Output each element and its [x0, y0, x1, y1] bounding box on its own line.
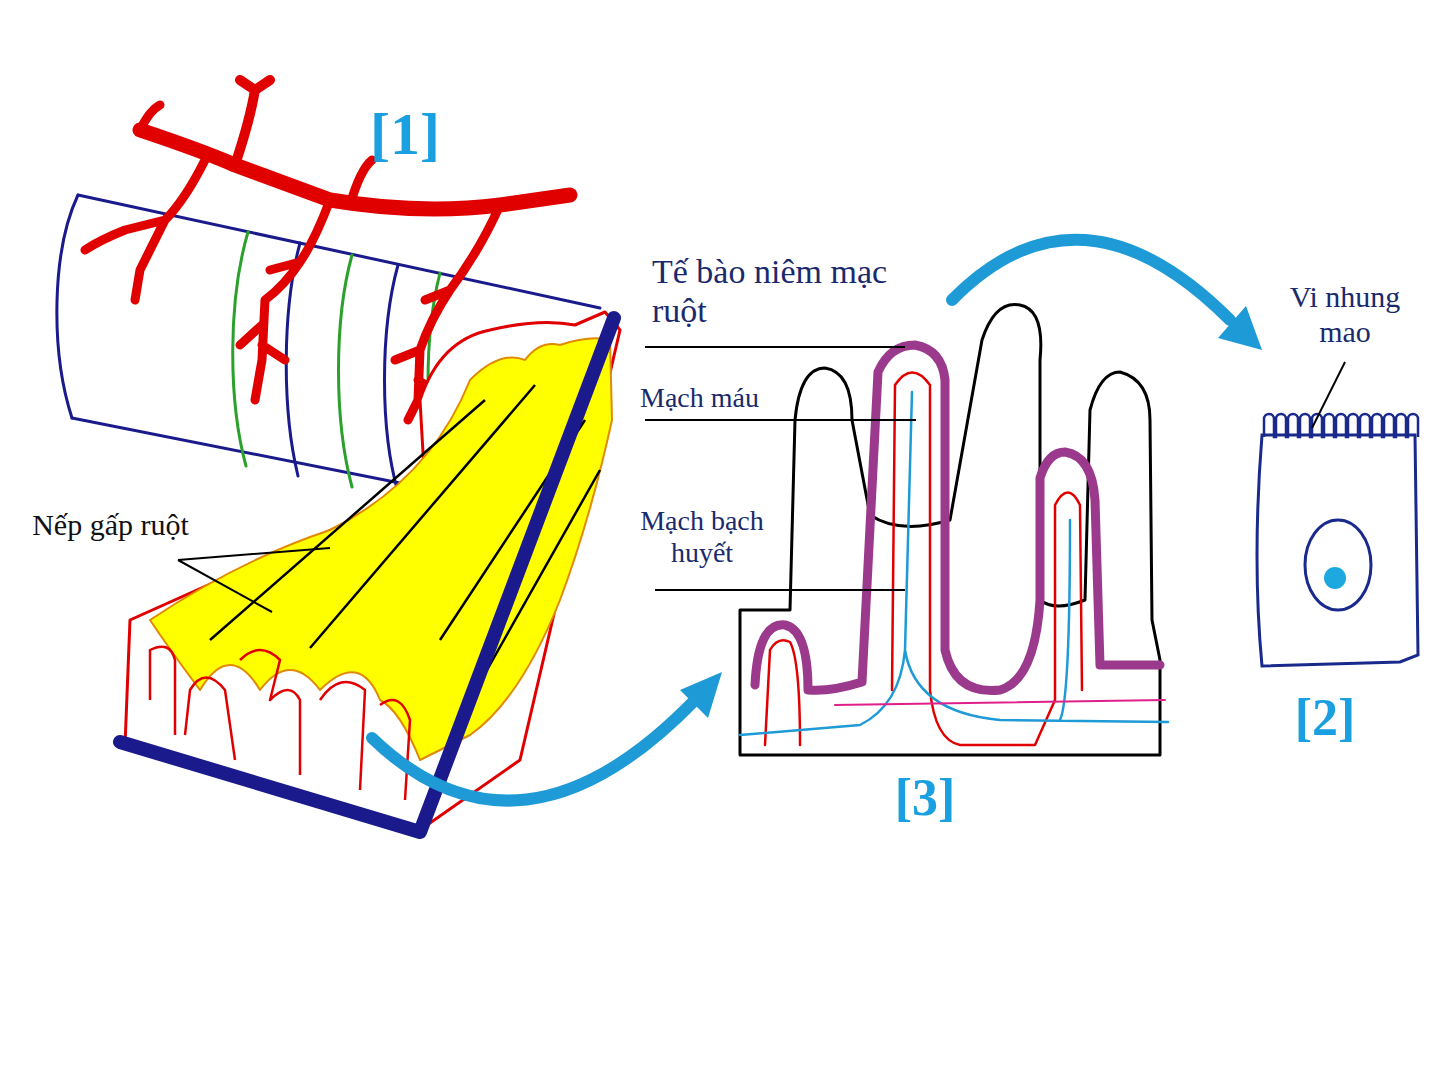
villi — [740, 304, 1168, 755]
callout-number: [1] — [350, 100, 460, 169]
part-label: Vi nhung mao — [1262, 280, 1428, 349]
part-label: Tế bào niêm mạc ruột — [652, 252, 914, 330]
part-label: Nếp gấp ruột — [28, 508, 193, 543]
part-label: Mạch máu — [640, 382, 790, 414]
callout-number: [2] — [1275, 688, 1375, 748]
part-label: Mạch bạch huyết — [612, 505, 792, 569]
leader-lines — [178, 347, 1345, 612]
callout-number: [3] — [875, 768, 975, 828]
opened-intestine — [120, 312, 620, 832]
enterocyte — [1257, 414, 1418, 666]
zoom-arrows — [372, 240, 1262, 801]
